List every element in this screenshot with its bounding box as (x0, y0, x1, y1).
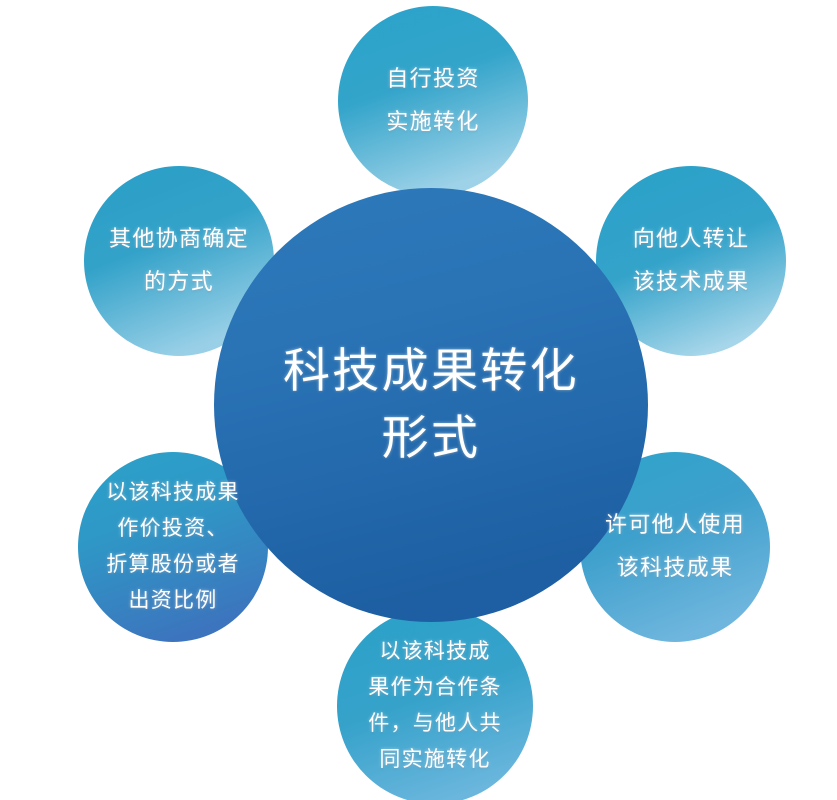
center-node-line-2: 形式 (381, 411, 481, 464)
center-node[interactable]: 科技成果转化 形式 (214, 188, 648, 622)
satellite-bottom-line-4: 同实施转化 (379, 748, 491, 772)
satellite-bottom-line-2: 果作为合作条 (368, 675, 502, 699)
satellite-node-bottom[interactable]: 以该科技成 果作为合作条 件，与他人共 同实施转化 (337, 608, 533, 800)
satellite-right-line-1: 许可他人使用 (605, 512, 745, 538)
satellite-top-right-line-1: 向他人转让 (632, 226, 750, 252)
satellite-bottom-line-3: 件，与他人共 (368, 712, 502, 735)
satellite-node-right[interactable]: 许可他人使用 该科技成果 (580, 452, 770, 642)
satellite-circle-top (338, 6, 528, 196)
satellite-circle-top-right (596, 166, 786, 356)
center-circle (214, 188, 648, 622)
satellite-node-top-right[interactable]: 向他人转让 该技术成果 (596, 166, 786, 356)
satellite-node-top[interactable]: 自行投资 实施转化 (338, 6, 528, 196)
satellite-circle-left (84, 166, 274, 356)
satellite-left-line-2: 的方式 (144, 269, 214, 294)
satellite-bottom-line-1: 以该科技成 (379, 639, 491, 663)
satellite-node-left[interactable]: 其他协商确定 的方式 (84, 166, 274, 356)
satellite-bottom-left-line-3: 折算股份或者 (106, 553, 240, 576)
satellite-top-line-1: 自行投资 (386, 66, 480, 92)
satellite-circle-bottom-left (78, 452, 268, 642)
satellite-right-line-2: 该科技成果 (616, 555, 734, 580)
satellite-bottom-left-line-1: 以该科技成果 (106, 480, 240, 504)
satellite-bottom-left-line-2: 作价投资、 (117, 516, 229, 540)
satellite-left-line-1: 其他协商确定 (109, 226, 249, 252)
center-node-line-1: 科技成果转化 (282, 344, 580, 398)
satellite-top-right-line-2: 该技术成果 (632, 269, 750, 294)
satellite-circle-bottom (337, 608, 533, 800)
satellite-bottom-left-line-4: 出资比例 (128, 589, 218, 613)
satellite-circle-right (580, 452, 770, 642)
satellite-top-line-2: 实施转化 (386, 109, 480, 134)
satellite-node-bottom-left[interactable]: 以该科技成果 作价投资、 折算股份或者 出资比例 (78, 452, 268, 642)
